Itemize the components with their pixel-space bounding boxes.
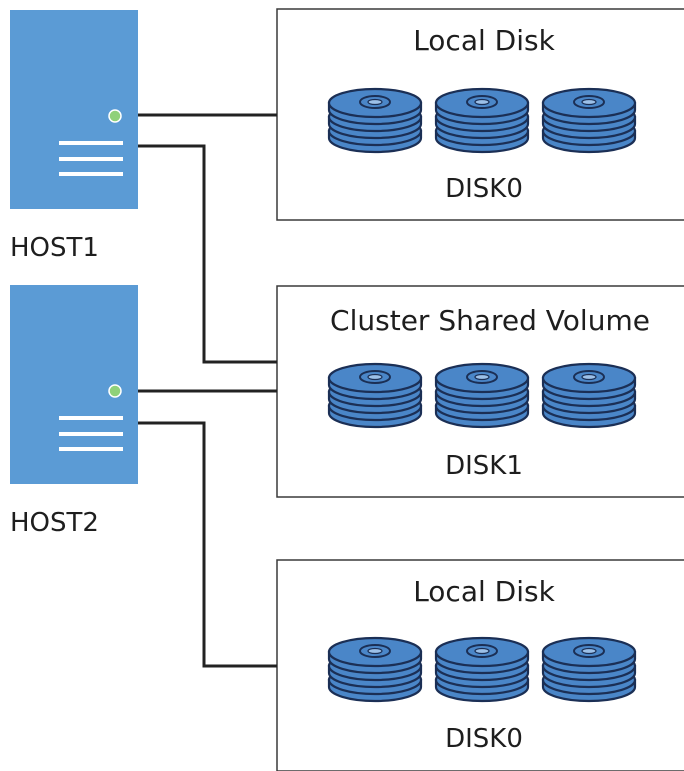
spindle-hole (474, 647, 490, 655)
disk-stack-icon (541, 87, 637, 154)
disk-stack-icon-row (327, 636, 637, 703)
disk-label: DISK0 (445, 174, 523, 204)
host-label: HOST1 (10, 233, 99, 263)
server-icon (10, 285, 138, 484)
storage-box-local-disk-1: Local Disk DISK0 (276, 8, 684, 221)
disk-stack-icon-row (327, 87, 637, 154)
disk-stack-icon (327, 636, 423, 703)
disk-stack-icon (434, 362, 530, 429)
storage-box-local-disk-2: Local Disk DISK0 (276, 559, 684, 771)
storage-box-title: Local Disk (413, 24, 555, 57)
disk-stack-icon (434, 636, 530, 703)
server-vent-stripe (59, 157, 123, 161)
connector-host2-local-disk (138, 421, 277, 668)
server-body (10, 10, 138, 209)
server-vent-stripe (59, 416, 123, 420)
storage-box-title: Cluster Shared Volume (330, 304, 650, 337)
disk-label: DISK0 (445, 724, 523, 754)
spindle-hole (581, 98, 597, 106)
server-icon (10, 10, 138, 209)
server-vent-stripe (59, 172, 123, 176)
disk-label: DISK1 (445, 451, 523, 481)
server-vent-stripe (59, 432, 123, 436)
host-1: HOST1 (10, 10, 138, 263)
storage-box-title: Local Disk (413, 575, 555, 608)
host-2: HOST2 (10, 285, 138, 538)
server-vent-stripe (59, 447, 123, 451)
disk-stack-icon (541, 362, 637, 429)
spindle-hole (367, 98, 383, 106)
server-body (10, 285, 138, 484)
spindle-hole (367, 373, 383, 381)
status-led-icon (108, 109, 122, 123)
server-vent-stripe (59, 141, 123, 145)
host-label: HOST2 (10, 508, 99, 538)
disk-stack-icon (327, 362, 423, 429)
status-led-icon (108, 384, 122, 398)
disk-stack-icon (434, 87, 530, 154)
spindle-hole (581, 647, 597, 655)
storage-box-cluster-shared-volume: Cluster Shared Volume DISK1 (276, 285, 684, 498)
spindle-hole (474, 98, 490, 106)
disk-stack-icon-row (327, 362, 637, 429)
connector-host1-cluster-shared-volume (138, 144, 277, 364)
spindle-hole (581, 373, 597, 381)
spindle-hole (367, 647, 383, 655)
spindle-hole (474, 373, 490, 381)
disk-stack-icon (541, 636, 637, 703)
disk-stack-icon (327, 87, 423, 154)
